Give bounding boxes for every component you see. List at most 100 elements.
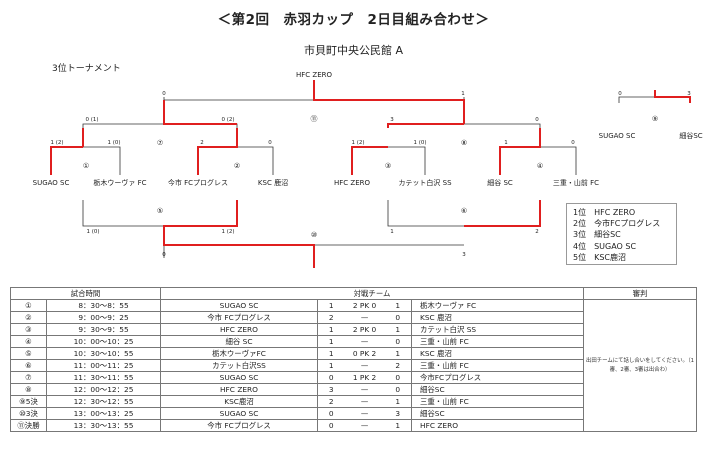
header-teams: 対戦チーム [160, 287, 585, 300]
game-number: ③ [385, 162, 391, 170]
score: 0 [618, 91, 622, 97]
score: 3 [390, 117, 394, 123]
result-cell: — [344, 383, 385, 396]
result-cell: — [344, 335, 385, 348]
home-score-cell: 1 [317, 359, 345, 372]
bracket-team: SUGAO SC [599, 132, 636, 140]
away-team-cell: HFC ZERO [411, 419, 585, 432]
game-number-cell: ⑥ [10, 359, 47, 372]
away-team-cell: カテット白沢 SS [411, 323, 585, 336]
score: 3 [462, 252, 466, 258]
home-team-cell: 今市 FCプログレス [160, 419, 319, 432]
header-time: 試合時間 [9, 287, 162, 300]
time-cell: 9：30～9：55 [45, 323, 162, 336]
result-cell: 2 PK 0 [344, 323, 385, 336]
game-number-cell: ③ [10, 323, 47, 336]
home-team-cell: カテット白沢SS [160, 359, 319, 372]
venue-label: 市貝町中央公民館 A [303, 44, 404, 57]
bracket-team: KSC 鹿沼 [258, 178, 288, 187]
time-cell: 10：00～10：25 [45, 335, 162, 348]
game-number-cell: ④ [10, 335, 47, 348]
ranking-entry: 4位 SUGAO SC [573, 241, 637, 251]
game-number-cell: ⑩3決 [10, 407, 47, 420]
ranking-entry: 5位 KSC鹿沼 [573, 252, 626, 262]
bracket-team: 細谷 SC [487, 178, 513, 187]
score: 1 (0) [86, 229, 99, 235]
home-team-cell: SUGAO SC [160, 371, 319, 384]
time-cell: 9：00～9：25 [45, 311, 162, 324]
bracket-team: 細谷SC [679, 131, 702, 140]
away-score-cell: 0 [384, 383, 412, 396]
game-number-cell: ② [10, 311, 47, 324]
away-score-cell: 1 [384, 299, 412, 312]
score: 1 (2) [351, 140, 364, 146]
game-number-cell: ⑪決勝 [10, 419, 47, 432]
time-cell: 12：00～12：25 [45, 383, 162, 396]
away-score-cell: 2 [384, 359, 412, 372]
home-score-cell: 2 [317, 311, 345, 324]
game-number-cell: ⑦ [10, 371, 47, 384]
game-number-cell: ⑤ [10, 347, 47, 360]
away-score-cell: 0 [384, 335, 412, 348]
game-number: ⑧ [461, 139, 467, 147]
result-cell: 2 PK 0 [344, 299, 385, 312]
home-team-cell: SUGAO SC [160, 407, 319, 420]
bracket-team: 三重・山前 FC [553, 178, 599, 187]
score: 1 (0) [107, 140, 120, 146]
score: 0 (1) [85, 117, 98, 123]
score: 0 (2) [221, 117, 234, 123]
home-score-cell: 2 [317, 395, 345, 408]
game-number: ⑦ [157, 139, 163, 147]
game-number: ④ [537, 162, 543, 170]
score: 0 [535, 117, 539, 123]
bracket-team: 栃木ウーヴァ FC [93, 178, 146, 187]
home-score-cell: 1 [317, 335, 345, 348]
away-score-cell: 0 [384, 311, 412, 324]
score: 0 [162, 91, 166, 97]
away-team-cell: KSC 鹿沼 [411, 311, 585, 324]
bracket-team: HFC ZERO [334, 179, 370, 187]
away-score-cell: 0 [384, 371, 412, 384]
ranking-entry: 3位 細谷SC [573, 230, 621, 240]
result-cell: — [344, 407, 385, 420]
home-team-cell: SUGAO SC [160, 299, 319, 312]
home-score-cell: 3 [317, 383, 345, 396]
result-cell: 1 PK 2 [344, 371, 385, 384]
home-score-cell: 1 [317, 347, 345, 360]
game-number-cell: ① [10, 299, 47, 312]
score: 2 [200, 140, 204, 146]
game-number: ⑪ [311, 115, 318, 123]
page-title: ＜第2回 赤羽カップ 2日目組み合わせ＞ [217, 12, 490, 28]
schedule-header: 試合時間 対戦チーム 審判 [9, 287, 698, 300]
referee-note: 出田チームにて話し合いをしてください。（1審、2審、3審は出合わ） [583, 299, 698, 432]
away-team-cell: 細谷SC [411, 407, 585, 420]
score: 0 [268, 140, 272, 146]
home-score-cell: 0 [317, 371, 345, 384]
final-ranking-box: 1位 HFC ZERO 2位 今市FCプログレス 3位 細谷SC 4位 SUGA… [566, 203, 677, 265]
away-team-cell: 三重・山前 FC [411, 395, 585, 408]
score: 3 [687, 91, 691, 97]
home-score-cell: 0 [317, 419, 345, 432]
result-cell: — [344, 311, 385, 324]
away-team-cell: 三重・山前 FC [411, 335, 585, 348]
ranking-entry: 1位 HFC ZERO [573, 208, 636, 217]
away-team-cell: 三重・山前 FC [411, 359, 585, 372]
score: 1 (0) [413, 140, 426, 146]
game-number: ② [234, 162, 240, 170]
game-number: ⑩ [311, 231, 317, 239]
tournament-bracket: SUGAO SC 栃木ウーヴァ FC 今市 FCプログレス KSC 鹿沼 HFC… [33, 71, 703, 268]
result-cell: 0 PK 2 [344, 347, 385, 360]
away-team-cell: 細谷SC [411, 383, 585, 396]
home-team-cell: KSC鹿沼 [160, 395, 319, 408]
away-score-cell: 1 [384, 347, 412, 360]
away-score-cell: 1 [384, 419, 412, 432]
away-score-cell: 3 [384, 407, 412, 420]
score: 1 [461, 91, 465, 97]
home-team-cell: 栃木ウーヴァFC [160, 347, 319, 360]
